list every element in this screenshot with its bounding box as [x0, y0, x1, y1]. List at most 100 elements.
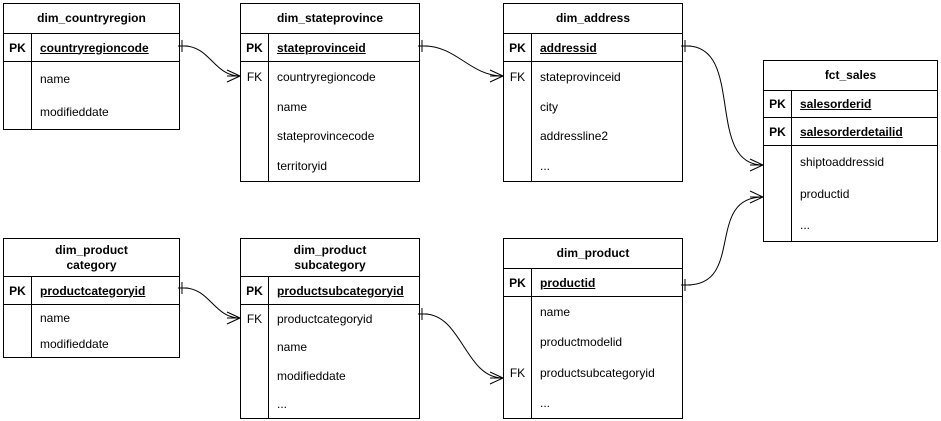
attribute-key-blank	[504, 297, 531, 327]
attribute-row[interactable]: productmodelid	[540, 335, 623, 350]
attribute-row[interactable]: stateprovincecode	[277, 129, 375, 144]
attribute-block-dim_countryregion: name modifieddate	[4, 62, 179, 129]
key-label: PK	[4, 277, 32, 304]
relationship-path	[423, 313, 504, 379]
attribute-key-column	[764, 146, 792, 241]
attribute-name-column: name modifieddate	[32, 62, 179, 129]
entity-title-dim_address: dim_address	[504, 4, 682, 34]
relationship-path	[686, 45, 764, 166]
attribute-key-blank	[4, 305, 31, 331]
crows-foot-lower	[489, 377, 504, 385]
attribute-row[interactable]: addressline2	[540, 129, 609, 144]
relationship-address-to-sales[interactable]	[681, 40, 764, 172]
attribute-row[interactable]: modifieddate	[277, 368, 346, 383]
attribute-key-blank	[241, 333, 268, 361]
attribute-row[interactable]: name	[40, 311, 71, 325]
attribute-row[interactable]: name	[277, 340, 308, 355]
attribute-key-column	[4, 305, 32, 357]
attribute-row[interactable]: ...	[800, 218, 811, 233]
attribute-row[interactable]: productcategoryid	[277, 312, 373, 327]
attribute-key-blank	[504, 92, 531, 122]
attribute-key-blank	[764, 209, 791, 241]
primary-key-name: stateprovinceid	[277, 40, 366, 55]
attribute-key-column: FK	[504, 297, 532, 418]
primary-key-row[interactable]: PK productid	[504, 269, 682, 296]
attribute-key-blank	[504, 151, 531, 181]
crows-foot-lower	[749, 196, 764, 204]
key-label: PK	[241, 277, 269, 304]
primary-key-name: salesorderid	[800, 97, 872, 111]
crows-foot-lower	[749, 164, 764, 172]
attribute-name-column: name modifieddate	[32, 305, 179, 357]
attribute-key-blank	[241, 92, 268, 122]
attribute-name-column: stateprovinceid city addressline2...	[532, 62, 682, 181]
attribute-row[interactable]: stateprovinceid	[540, 69, 621, 84]
attribute-key-blank	[241, 362, 268, 390]
attribute-key-column: FK	[241, 305, 269, 418]
attribute-key-blank	[504, 122, 531, 152]
relationship-path	[183, 45, 241, 77]
attribute-row[interactable]: city	[540, 99, 558, 114]
attribute-key-blank	[4, 62, 31, 96]
attribute-key-column	[4, 62, 32, 129]
relationship-productcategory-to-subcategory[interactable]	[178, 282, 241, 325]
crows-foot-upper	[749, 158, 764, 166]
attribute-row[interactable]: productsubcategoryid	[540, 365, 655, 380]
relationship-stateprovince-to-address[interactable]	[418, 40, 504, 83]
crows-foot-lower	[489, 75, 504, 83]
entity-title-dim_stateprovince: dim_stateprovince	[241, 4, 419, 34]
attribute-row[interactable]: countryregioncode	[277, 69, 376, 84]
primary-key-row[interactable]: PK salesorderid	[764, 91, 937, 118]
relationship-product-to-sales[interactable]	[681, 190, 764, 291]
crows-foot-lower	[226, 317, 241, 325]
primary-key-name: countryregioncode	[40, 40, 149, 55]
attribute-row[interactable]: modifieddate	[40, 337, 109, 351]
attribute-row[interactable]: productid	[800, 186, 850, 201]
attribute-row[interactable]: name	[40, 71, 71, 86]
attribute-name-column: shiptoaddressid productid...	[792, 146, 937, 241]
key-label: PK	[504, 34, 532, 61]
attribute-name-column: name productmodelid productsubcategoryid..…	[532, 297, 682, 418]
primary-key-name: productid	[540, 275, 596, 290]
attribute-block-dim_product: FK name productmodelid productsubcategoryid…	[504, 297, 682, 418]
attribute-row[interactable]: ...	[540, 395, 551, 410]
attribute-row[interactable]: name	[277, 99, 308, 114]
primary-key-block-dim_product: PK productid	[504, 269, 682, 297]
attribute-row[interactable]: ...	[277, 396, 288, 411]
key-label: PK	[764, 91, 792, 117]
relationship-subcategory-to-product[interactable]	[418, 308, 504, 385]
attribute-name-column: productcategoryid name modifieddate...	[269, 305, 419, 418]
attribute-row[interactable]: ...	[540, 159, 551, 174]
entity-title-dim_countryregion: dim_countryregion	[4, 4, 179, 34]
attribute-key-blank	[4, 96, 31, 130]
attribute-row[interactable]: shiptoaddressid	[800, 154, 885, 169]
attribute-row[interactable]: modifieddate	[40, 105, 109, 120]
attribute-row[interactable]: territoryid	[277, 159, 328, 174]
attribute-row[interactable]: name	[540, 305, 571, 320]
crows-foot-upper	[226, 311, 241, 319]
entity-title-fct_sales: fct_sales	[764, 61, 937, 91]
relationship-countryregion-to-stateprovince[interactable]	[178, 40, 241, 83]
crows-foot-upper	[226, 69, 241, 77]
key-label: PK	[504, 269, 532, 296]
